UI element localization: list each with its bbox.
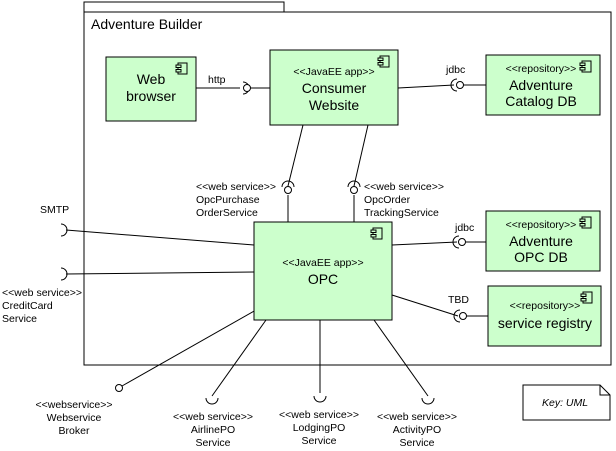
component-catalog-db[interactable]: <<repository>> Adventure Catalog DB [485, 54, 601, 116]
lodging-interface-label: <<web service>> LodgingPO Service [279, 409, 359, 447]
tracking-line-2: TrackingService [364, 207, 439, 219]
lodging-stereotype: <<web service>> [279, 409, 359, 421]
component-icon [579, 60, 592, 73]
activity-socket-icon [421, 397, 435, 405]
purchase-link-upper [287, 124, 304, 187]
tracking-link-upper [353, 124, 369, 187]
component-opc[interactable]: <<JavaEE app>> OPC [253, 221, 393, 321]
opc-stereotype: <<JavaEE app>> [282, 257, 363, 269]
http-socket-icon [242, 81, 251, 95]
jdbc-catalog-socket-icon [450, 78, 464, 92]
creditcard-stereotype: <<web service>> [2, 287, 82, 299]
tracking-stereotype: <<web service>> [364, 181, 444, 193]
opc-db-name-2: OPC DB [514, 249, 568, 265]
airline-line-2: Service [195, 437, 230, 449]
activity-stereotype: <<web service>> [377, 411, 457, 423]
broker-interface-label: <<webservice>> Webservice Broker [35, 399, 112, 437]
lodging-line-2: Service [301, 435, 336, 447]
key-note: Key: UML [522, 384, 611, 421]
airline-link [211, 319, 267, 397]
broker-link [121, 309, 257, 387]
airline-line-1: AirlinePO [191, 424, 235, 436]
opc-name: OPC [308, 271, 338, 287]
activity-line-2: Service [399, 437, 434, 449]
frame-title: Adventure Builder [91, 16, 203, 32]
purchase-socket-icon [281, 180, 295, 194]
smtp-socket-icon [60, 223, 68, 237]
airline-stereotype: <<web service>> [173, 411, 253, 423]
broker-line-1: Webservice [47, 412, 102, 424]
frame-tab [83, 1, 285, 13]
airline-socket-icon [205, 397, 219, 405]
smtp-link [65, 229, 255, 246]
opc-db-name-1: Adventure [509, 233, 573, 249]
tracking-socket-icon [347, 180, 361, 194]
jdbc-opc-label: jdbc [454, 222, 474, 234]
component-opc-db[interactable]: <<repository>> Adventure OPC DB [485, 210, 601, 272]
component-icon [579, 216, 592, 229]
activity-line-1: ActivityPO [393, 424, 441, 436]
service-registry-stereotype: <<repository>> [510, 300, 581, 312]
opc-db-stereotype: <<repository>> [506, 219, 577, 231]
catalog-db-name-1: Adventure [509, 77, 573, 93]
tbd-socket-icon [453, 309, 467, 323]
http-label: http [208, 74, 226, 86]
catalog-db-stereotype: <<repository>> [506, 63, 577, 75]
component-icon [580, 291, 593, 304]
creditcard-interface-label: <<web service>> CreditCard Service [2, 287, 82, 325]
activity-interface-label: <<web service>> ActivityPO Service [377, 411, 457, 449]
key-note-text: Key: UML [542, 397, 588, 409]
lodging-socket-icon [313, 395, 327, 403]
creditcard-link [65, 271, 255, 275]
purchase-stereotype: <<web service>> [196, 181, 276, 193]
airline-interface-label: <<web service>> AirlinePO Service [173, 411, 253, 449]
service-registry-name: service registry [498, 315, 592, 331]
lodging-line-1: LodgingPO [293, 422, 346, 434]
component-icon [377, 55, 390, 68]
purchase-line-1: OpcPurchase [196, 194, 260, 206]
jdbc-opc-link [391, 241, 458, 246]
component-icon [175, 62, 188, 75]
broker-stereotype: <<webservice>> [35, 399, 112, 411]
component-web-browser[interactable]: Web browser [105, 56, 197, 122]
jdbc-catalog-link [397, 84, 455, 89]
web-browser-name-2: browser [126, 88, 176, 104]
component-service-registry[interactable]: <<repository>> service registry [487, 285, 602, 347]
component-icon [370, 227, 383, 240]
broker-ball-icon [115, 384, 123, 392]
creditcard-line-2: Service [2, 313, 37, 325]
tbd-label: TBD [448, 294, 469, 306]
catalog-db-name-2: Catalog DB [505, 93, 577, 109]
purchase-line-2: OrderService [196, 207, 258, 219]
consumer-website-name-2: Website [309, 97, 360, 113]
component-consumer-website[interactable]: <<JavaEE app>> Consumer Website [269, 49, 399, 126]
consumer-website-name-1: Consumer [302, 80, 367, 96]
smtp-label: SMTP [40, 204, 69, 216]
tracking-line-1: OpcOrder [364, 194, 411, 206]
tbd-link [391, 294, 459, 317]
connectors [65, 84, 488, 397]
purchase-interface-label: <<web service>> OpcPurchase OrderService [196, 181, 276, 219]
jdbc-opc-socket-icon [452, 235, 466, 249]
interface-symbols [60, 78, 467, 405]
consumer-website-stereotype: <<JavaEE app>> [293, 66, 374, 78]
tracking-interface-label: <<web service>> OpcOrder TrackingService [364, 181, 444, 219]
broker-line-2: Broker [59, 425, 90, 437]
creditcard-socket-icon [60, 267, 68, 281]
web-browser-name-1: Web [137, 71, 166, 87]
activity-link [373, 319, 429, 397]
creditcard-line-1: CreditCard [2, 300, 53, 312]
jdbc-catalog-label: jdbc [445, 64, 465, 76]
